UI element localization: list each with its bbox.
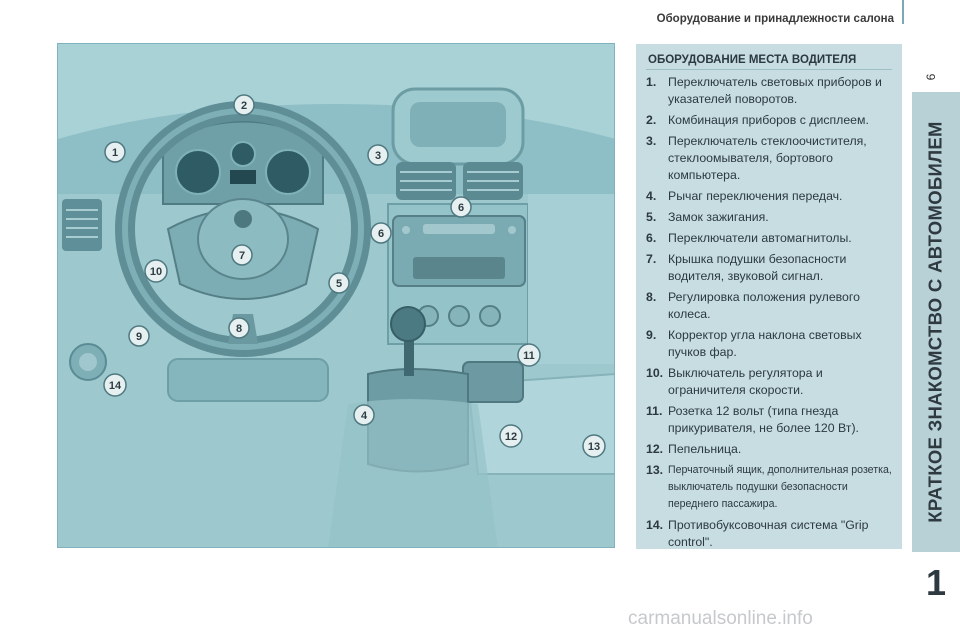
legend-num: 9.	[646, 328, 657, 342]
callout-9-label: 9	[136, 331, 142, 343]
legend-item-9: 9. Корректор угла наклона световых пучков…	[646, 327, 892, 361]
callout-2-label: 2	[241, 100, 247, 112]
legend-text: Выключатель регулятора и ограничителя ск…	[668, 366, 823, 397]
page-number: 9	[923, 73, 938, 81]
callout-14	[103, 373, 127, 397]
legend-text: Рычаг переключения передач.	[668, 189, 843, 203]
legend-item-10: 10. Выключатель регулятора и ограничителя…	[646, 365, 892, 399]
legend-item-8: 8. Регулировка положения рулевого колеса.	[646, 289, 892, 323]
legend-num: 1.	[646, 75, 657, 89]
legend-num: 12.	[646, 442, 664, 456]
legend-item-3: 3. Переключатель стеклоочистителя, стекло…	[646, 133, 892, 184]
legend-item-6: 6. Переключатели автомагнитолы.	[646, 230, 892, 247]
header-rule	[902, 0, 904, 24]
callout-6a-label: 6	[458, 202, 464, 214]
dashboard-illustration: 1 2 3 4 5 6 6 7 8 9 10 11 12	[57, 43, 615, 548]
callout-10	[144, 259, 168, 283]
chapter-sidebar	[912, 92, 960, 552]
legend-text: Корректор угла наклона световых пучков ф…	[668, 328, 862, 359]
legend-item-1: 1. Переключатель световых приборов и указ…	[646, 74, 892, 108]
legend-text: Крышка подушки безопасности водителя, зв…	[668, 252, 847, 283]
legend-num: 6.	[646, 231, 657, 245]
legend-item-14: 14. Противобуксовочная система "Grip cont…	[646, 517, 892, 551]
legend-num: 10.	[646, 366, 664, 380]
chapter-title: КРАТКОЕ ЗНАКОМСТВО С АВТОМОБИЛЕМ	[925, 121, 946, 523]
legend-num: 5.	[646, 210, 657, 224]
callout-5-label: 5	[336, 278, 342, 290]
callout-13	[582, 434, 606, 458]
callout-10-label: 10	[150, 266, 162, 278]
legend-text: Розетка 12 вольт (типа гнезда прикуриват…	[668, 404, 859, 435]
legend-text: Комбинация приборов с дисплеем.	[668, 113, 869, 127]
callout-14-label: 14	[109, 380, 122, 392]
callout-1	[104, 141, 126, 163]
callout-6a	[450, 196, 472, 218]
callout-5	[328, 272, 350, 294]
legend-num: 14.	[646, 518, 664, 532]
chapter-number: 1	[925, 562, 947, 603]
legend-item-13: 13. Перчаточный ящик, дополнительная розе…	[646, 462, 892, 513]
page-header-title: Оборудование и принадлежности салона	[656, 13, 894, 25]
legend-panel: ОБОРУДОВАНИЕ МЕСТА ВОДИТЕЛЯ 1. Переключат…	[636, 44, 902, 549]
callout-4	[353, 404, 375, 426]
legend-item-12: 12. Пепельница.	[646, 441, 892, 458]
callout-4-label: 4	[361, 410, 368, 422]
callout-6b	[370, 222, 392, 244]
legend-num: 2.	[646, 113, 657, 127]
callout-12	[499, 424, 523, 448]
callout-7-label: 7	[239, 250, 245, 262]
legend-num: 3.	[646, 134, 657, 148]
legend-item-5: 5. Замок зажигания.	[646, 209, 892, 226]
legend-num: 8.	[646, 290, 657, 304]
legend-num: 13.	[646, 463, 664, 477]
callout-12-label: 12	[505, 431, 517, 443]
legend-text: Замок зажигания.	[668, 210, 769, 224]
callout-1-label: 1	[112, 147, 118, 159]
legend-num: 11.	[646, 404, 663, 418]
panel-title: ОБОРУДОВАНИЕ МЕСТА ВОДИТЕЛЯ	[646, 54, 892, 70]
legend-text: Регулировка положения рулевого колеса.	[668, 290, 860, 321]
legend-text: Переключатель световых приборов и указат…	[668, 75, 882, 106]
chapter-title-wrap: КРАТКОЕ ЗНАКОМСТВО С АВТОМОБИЛЕМ	[912, 92, 960, 552]
callout-13-label: 13	[588, 441, 600, 453]
callout-6b-label: 6	[378, 228, 384, 240]
callout-8	[228, 317, 250, 339]
legend-item-2: 2. Комбинация приборов с дисплеем.	[646, 112, 892, 129]
legend-text: Переключатели автомагнитолы.	[668, 231, 852, 245]
callout-7	[231, 244, 253, 266]
callout-8-label: 8	[236, 323, 242, 335]
callout-11	[517, 343, 541, 367]
legend-text: Пепельница.	[668, 442, 742, 456]
callout-11-label: 11	[523, 350, 535, 362]
legend-text: Переключатель стеклоочистителя, стеклоом…	[668, 134, 867, 182]
callout-9	[128, 325, 150, 347]
legend-item-7: 7. Крышка подушки безопасности водителя, …	[646, 251, 892, 285]
legend-text: Противобуксовочная система "Grip control…	[668, 518, 869, 549]
watermark: carmanualsonline.info	[628, 608, 813, 629]
callout-3-label: 3	[375, 150, 381, 162]
legend-item-11: 11. Розетка 12 вольт (типа гнезда прикури…	[646, 403, 892, 437]
callout-3	[367, 144, 389, 166]
legend-item-4: 4. Рычаг переключения передач.	[646, 188, 892, 205]
dashboard-drawing: 1 2 3 4 5 6 6 7 8 9 10 11 12	[58, 44, 614, 547]
legend-num: 7.	[646, 252, 657, 266]
legend-text: Перчаточный ящик, дополнительная розетка…	[668, 464, 892, 510]
callout-2	[233, 94, 255, 116]
legend-num: 4.	[646, 189, 657, 203]
